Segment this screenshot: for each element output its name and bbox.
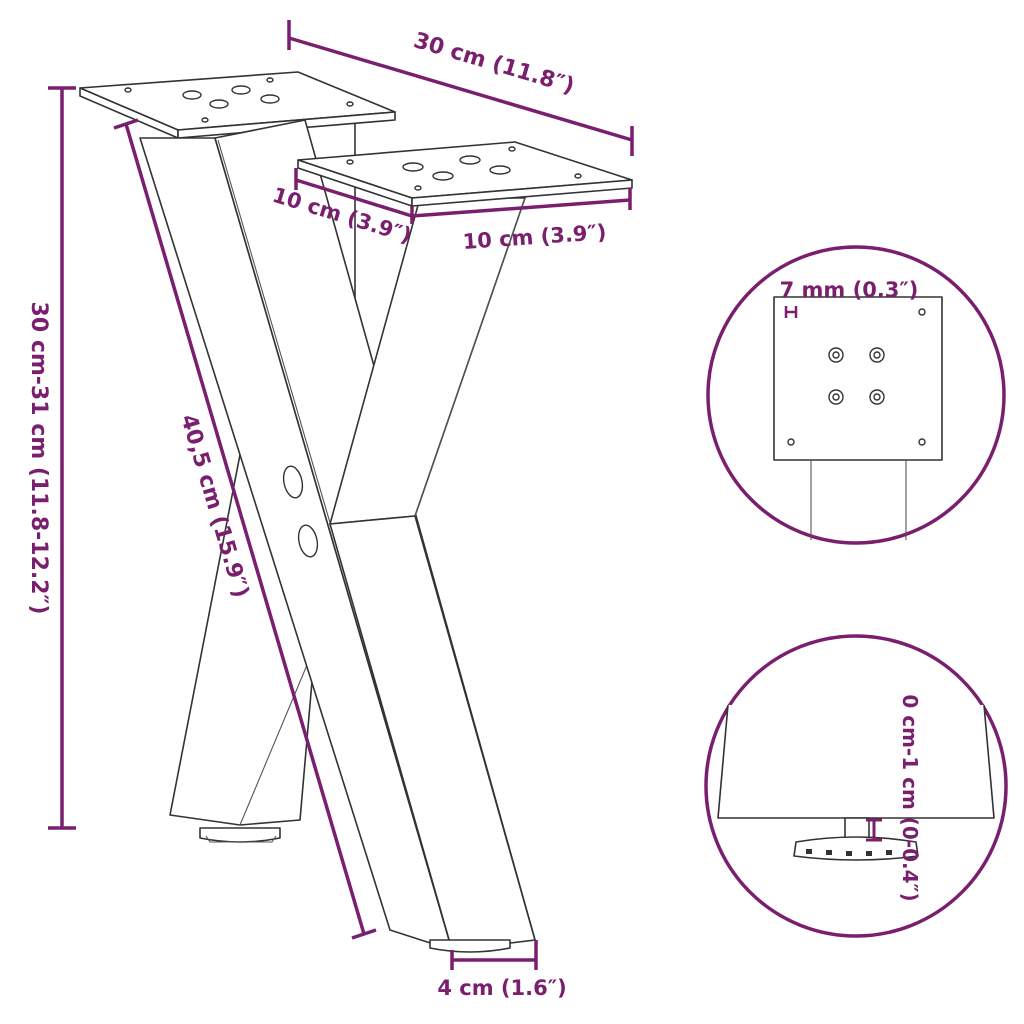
x-leg-drawing	[79, 71, 633, 953]
foot-adjust-marker	[866, 818, 882, 842]
plate-length-label: 30 cm (11.8″)	[411, 28, 577, 99]
left-plate-holes	[124, 77, 354, 123]
dimension-lines	[48, 20, 634, 970]
detail-foot-teeth	[806, 849, 892, 856]
foot-adjust-label: 0 cm-1 cm (0-0.4″)	[898, 694, 922, 901]
detail-leg-bottom	[717, 704, 995, 819]
plate-thickness-label: 7 mm (0.3″)	[780, 278, 919, 302]
front-leg-foot	[429, 939, 511, 953]
right-plate-holes	[346, 146, 582, 191]
height-range-label: 30 cm-31 cm (11.8-12.2″)	[26, 302, 51, 615]
detail-plate	[773, 296, 943, 461]
tube-width-label: 4 cm (1.6″)	[437, 976, 566, 1000]
detail-plate-holes	[787, 308, 926, 446]
plate-thickness-marker	[784, 306, 798, 318]
bolt-hole-upper	[282, 465, 304, 499]
foot-detail-inset: 0 cm-1 cm (0-0.4″)	[704, 634, 1008, 938]
back-leg-foot	[199, 827, 281, 843]
plate-detail-inset: 7 mm (0.3″)	[706, 245, 1006, 545]
bolt-hole-lower	[297, 524, 319, 558]
